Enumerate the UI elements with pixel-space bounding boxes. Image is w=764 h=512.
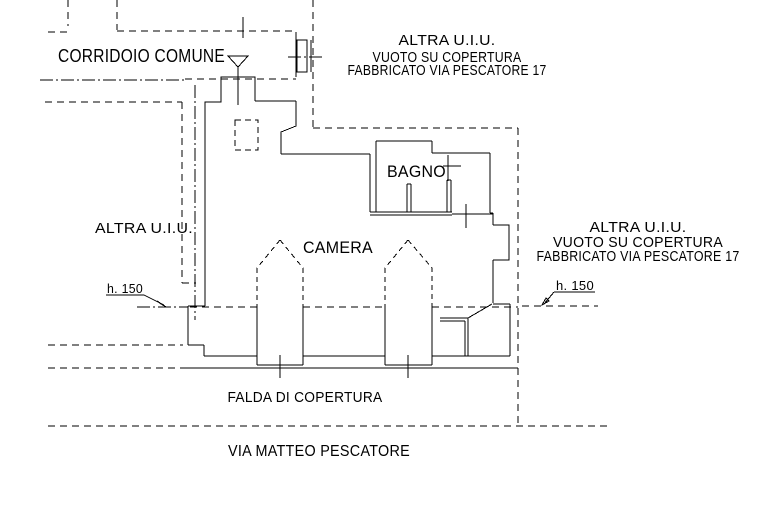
- boundary-dashdot-lines: [40, 56, 322, 320]
- unit-top-label-line1: ALTRA U.I.U.: [399, 32, 496, 49]
- unit-left-label: ALTRA U.I.U.: [95, 220, 193, 237]
- height-arrow-left: [156, 300, 167, 308]
- bathroom-label: BAGNO: [387, 162, 446, 181]
- height-label-right: h. 150: [556, 279, 594, 293]
- roof-slope-label: FALDA DI COPERTURA: [228, 389, 383, 406]
- bedroom-label: CAMERA: [303, 238, 373, 257]
- unit-right-label-line2: VUOTO SU COPERTURA: [553, 234, 723, 251]
- height-leader-left: [106, 294, 165, 306]
- dormer-arches-dashed: [256, 239, 433, 305]
- entrance-door-symbol: [226, 55, 250, 105]
- height-arrow-right: [540, 297, 550, 307]
- height-label-left: h. 150: [107, 282, 143, 296]
- chimney-dashed-square: [234, 119, 259, 151]
- corridor-label: CORRIDOIO COMUNE: [58, 46, 225, 66]
- unit-top-label-line2: VUOTO SU COPERTURA: [373, 49, 522, 66]
- height-leader-right: [543, 291, 595, 305]
- plan-labels: CORRIDOIO COMUNE ALTRA U.I.U. VUOTO SU C…: [58, 32, 740, 460]
- boundary-dashed-lines: [45, 0, 607, 427]
- unit-right-label-line1: ALTRA U.I.U.: [590, 219, 687, 236]
- unit-right-label-line3: FABBRICATO VIA PESCATORE 17: [537, 248, 740, 265]
- street-label: VIA MATTEO PESCATORE: [228, 443, 410, 460]
- unit-top-label-line3: FABBRICATO VIA PESCATORE 17: [348, 62, 547, 79]
